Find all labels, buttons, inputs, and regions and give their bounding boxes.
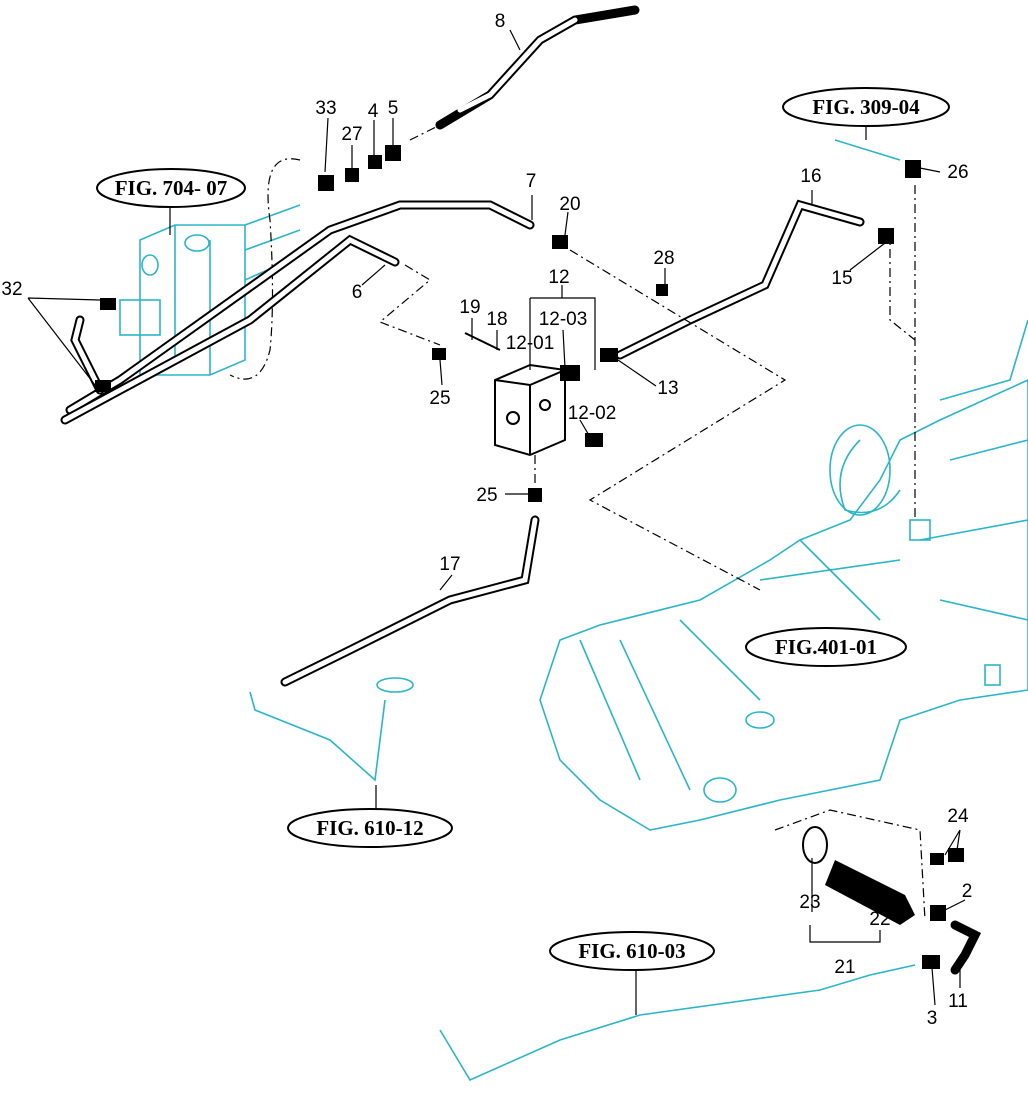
fig-ref-610-03-label: FIG. 610-03	[578, 939, 685, 963]
transmission-housing	[539, 319, 1028, 831]
callout-20: 20	[559, 194, 580, 215]
callout-24: 24	[947, 806, 969, 827]
leader-lines	[27, 29, 966, 1015]
fig-ref-309-04[interactable]: FIG. 309-04	[782, 87, 950, 127]
callout-13: 13	[657, 378, 678, 399]
callout-11: 11	[948, 991, 968, 1012]
callout-8: 8	[495, 11, 506, 32]
fig-ref-704-07[interactable]: FIG. 704- 07	[96, 168, 246, 208]
callout-15: 15	[831, 268, 852, 289]
reference-lines	[378, 124, 926, 921]
callout-6: 6	[352, 282, 363, 303]
fig-ref-309-04-label: FIG. 309-04	[812, 95, 920, 119]
callout-12-03: 12-03	[539, 309, 588, 330]
callout-5: 5	[388, 98, 399, 119]
callout-4: 4	[368, 101, 379, 122]
callout-12-02: 12-02	[568, 403, 617, 424]
callout-33: 33	[315, 98, 336, 119]
callout-19: 19	[459, 297, 480, 318]
tubes	[60, 5, 916, 1082]
callout-21: 21	[834, 957, 855, 978]
callout-2: 2	[962, 881, 973, 902]
callout-18: 18	[486, 309, 507, 330]
callout-3: 3	[927, 1008, 938, 1029]
callout-32: 32	[1, 279, 22, 300]
callout-23: 23	[799, 892, 820, 913]
manifold-block	[432, 332, 603, 502]
fig-ref-610-12[interactable]: FIG. 610-12	[287, 808, 453, 848]
callout-17: 17	[439, 554, 460, 575]
fig-ref-401-01-label: FIG.401-01	[775, 635, 877, 659]
callout-27: 27	[341, 124, 362, 145]
callout-7: 7	[526, 171, 537, 192]
callout-26: 26	[947, 162, 968, 183]
callout-12-01: 12-01	[506, 333, 555, 354]
fig-ref-610-12-label: FIG. 610-12	[316, 816, 423, 840]
fig-ref-401-01[interactable]: FIG.401-01	[745, 627, 907, 667]
callout-16: 16	[800, 166, 821, 187]
fittings	[95, 145, 921, 392]
callout-25-upper: 25	[429, 388, 450, 409]
callout-22: 22	[869, 909, 890, 930]
fig-ref-704-07-label: FIG. 704- 07	[115, 176, 228, 200]
fig-ref-610-03[interactable]: FIG. 610-03	[549, 931, 715, 971]
callout-28: 28	[653, 248, 674, 269]
callout-25-lower: 25	[476, 485, 497, 506]
suction-pipe	[802, 826, 982, 975]
callouts: 8 33 27 4 5 26 16 7 20 28 15 32 6 12 19 …	[1, 11, 972, 1029]
callout-12: 12	[548, 267, 569, 288]
